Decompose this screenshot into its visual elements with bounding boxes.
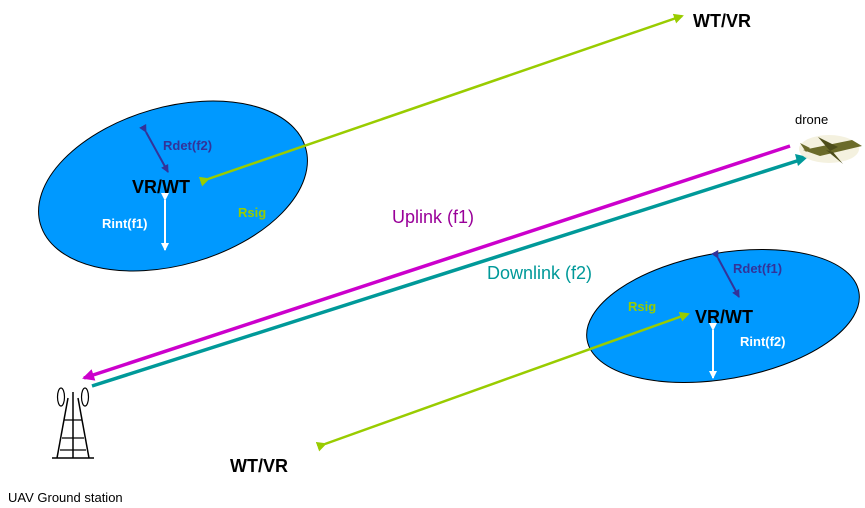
downlink-label: Downlink (f2) [487,263,592,283]
right-rdet-arrow [711,249,740,298]
antenna-tower-icon [52,387,94,459]
left-cell-center-label: VR/WT [132,177,190,197]
ground-station-label: UAV Ground station [8,490,123,505]
right-rdet-label: Rdet(f1) [733,261,782,276]
left-rdet-label: Rdet(f2) [163,138,212,153]
left-cell: Rdet(f2) VR/WT Rint(f1) Rsig [38,100,308,272]
right-cell-center-label: VR/WT [695,307,753,327]
drone-icon [799,135,862,164]
wt-vr-top-label: WT/VR [693,11,751,31]
top-wt-vr-link [198,13,684,187]
left-rint-label: Rint(f1) [102,216,148,231]
uplink-line [82,144,791,381]
drone-label: drone [795,112,828,127]
left-rdet-arrow [139,123,169,173]
wt-vr-bottom-label: WT/VR [230,456,288,476]
right-rint-label: Rint(f2) [740,334,786,349]
left-rsig-label: Rsig [238,205,266,220]
right-cell: Rdet(f1) VR/WT Rint(f2) Rsig [586,248,860,384]
uplink-label: Uplink (f1) [392,207,474,227]
bottom-wt-vr-link [315,311,690,452]
right-rsig-label: Rsig [628,299,656,314]
downlink-line [91,158,801,388]
